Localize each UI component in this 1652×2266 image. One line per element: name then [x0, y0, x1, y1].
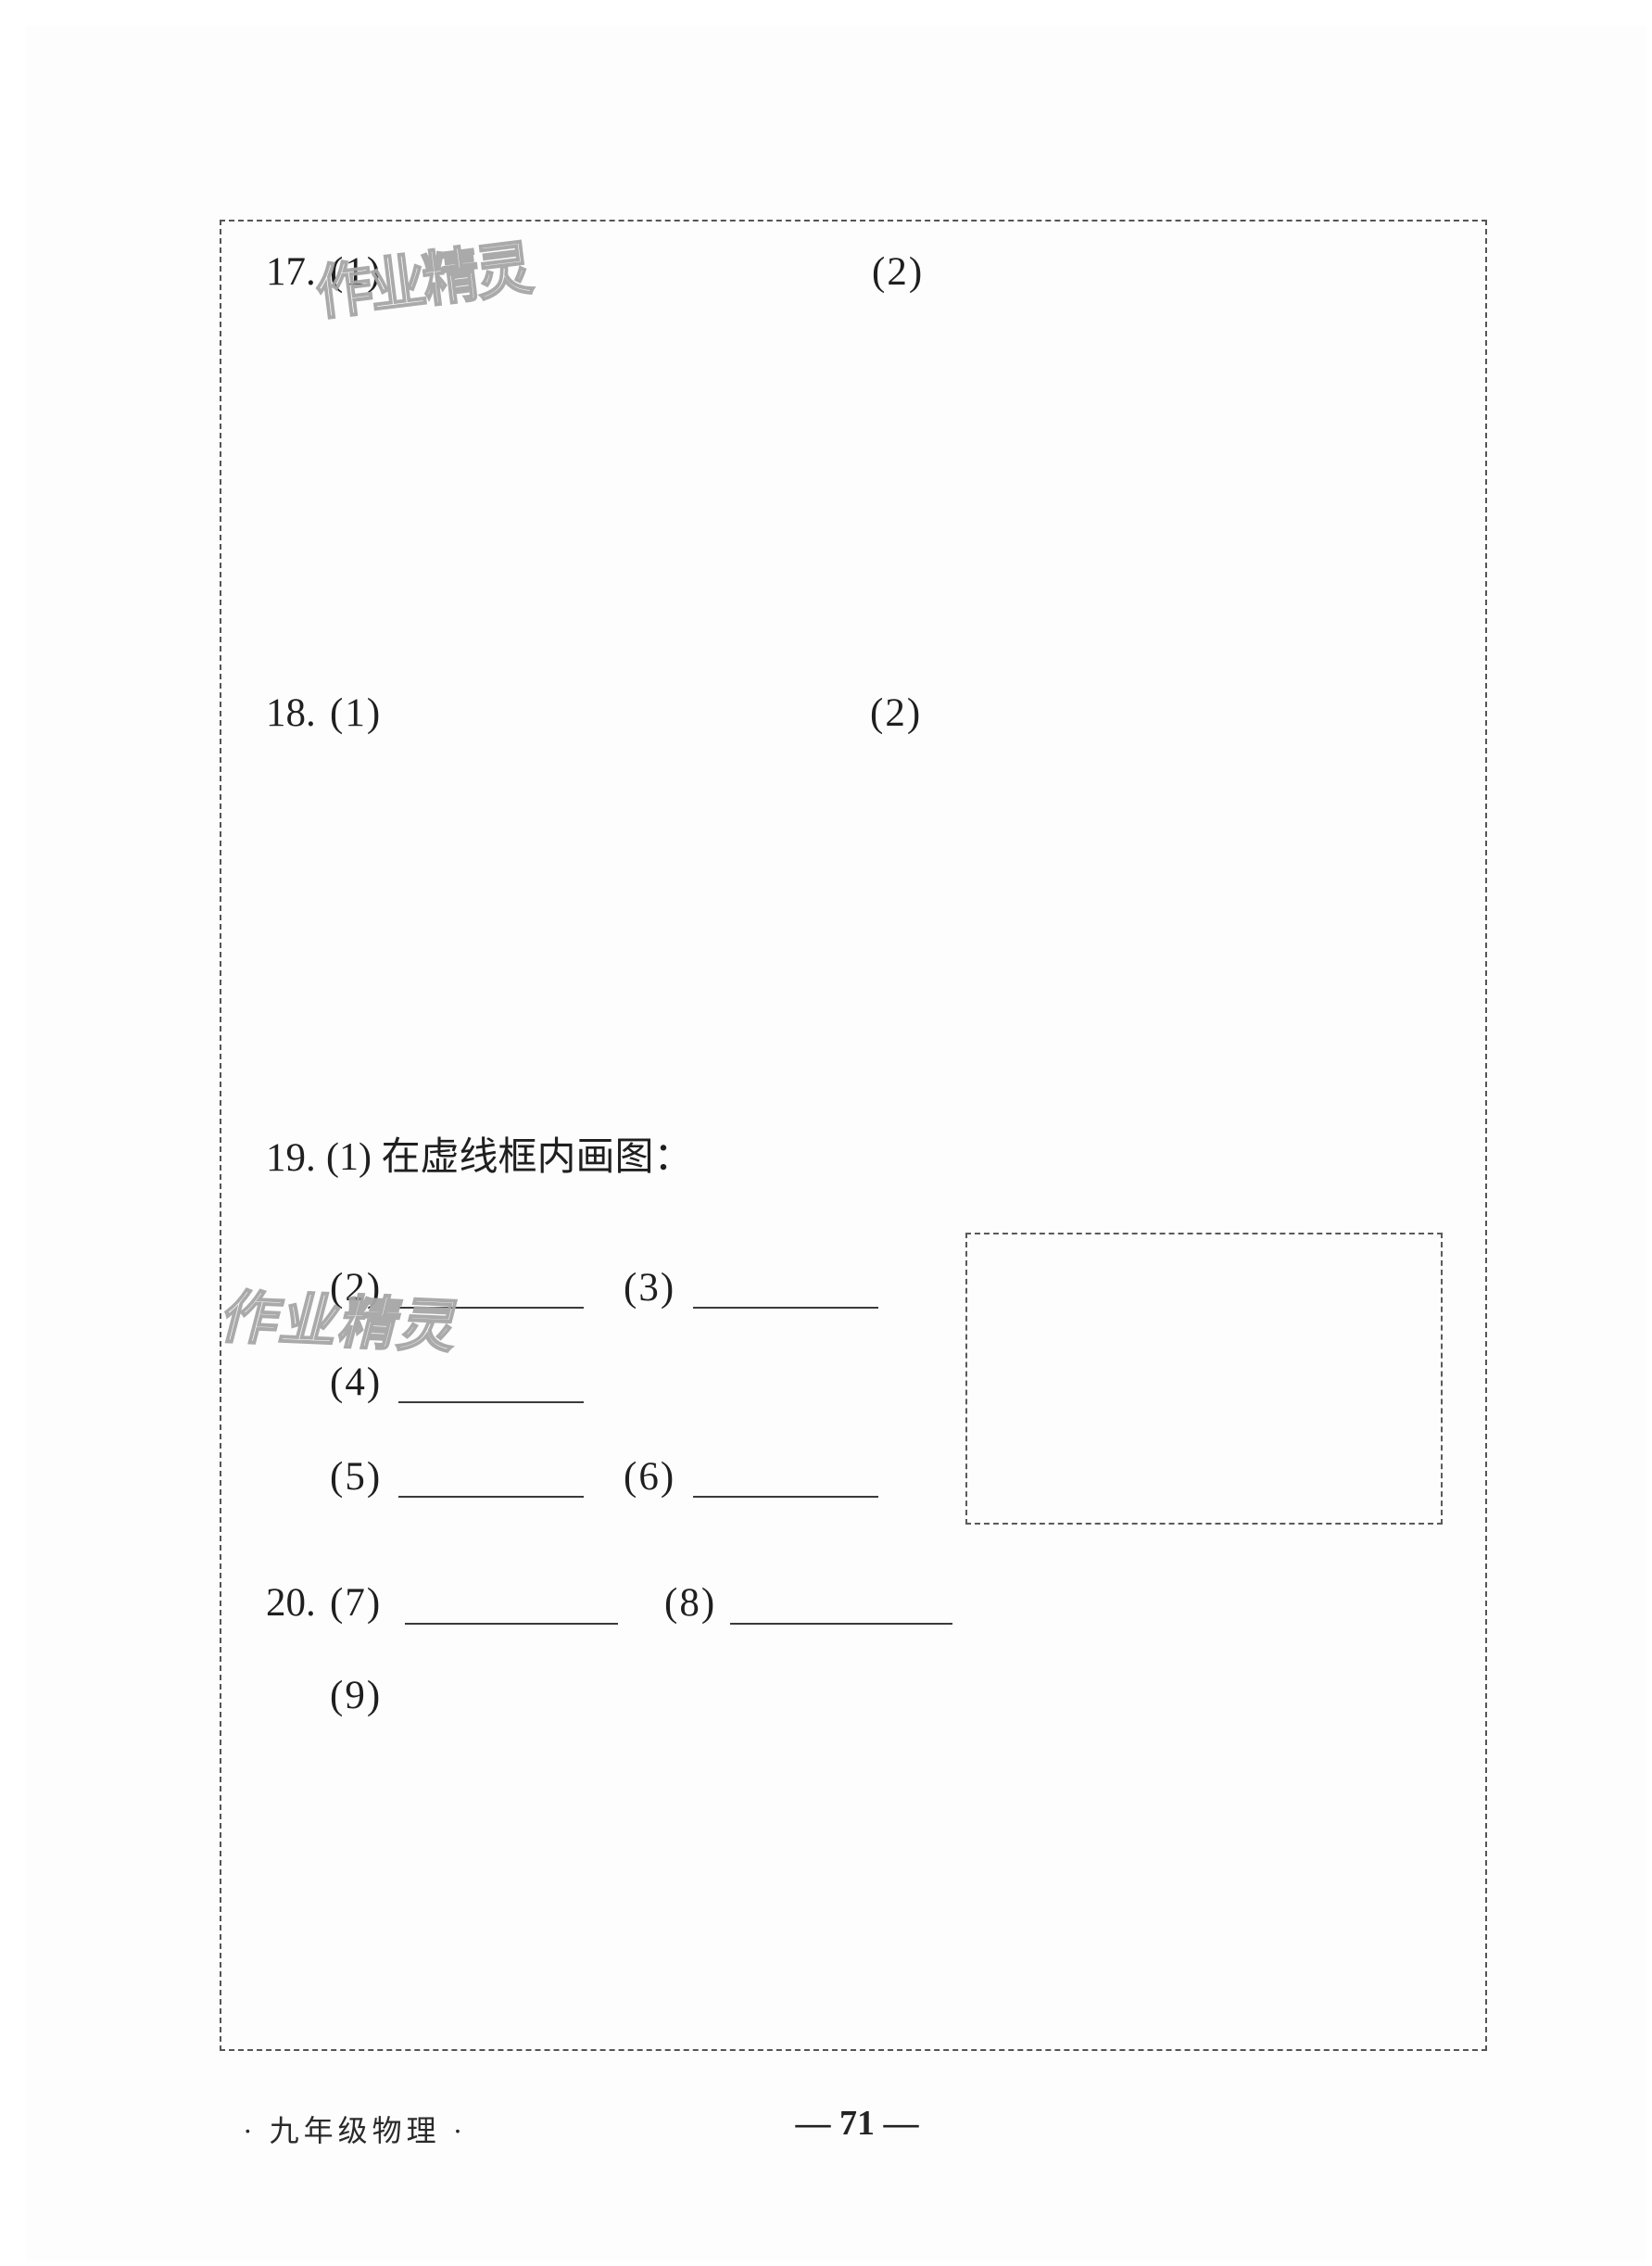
question-19-instruction: (1) 在虚线框内画图：: [326, 1136, 693, 1179]
blank-3-answer-line: [693, 1307, 878, 1309]
blank-8-label: (8): [664, 1581, 717, 1625]
blank-8-answer-line: [730, 1623, 952, 1625]
blank-4-answer-line: [398, 1401, 584, 1403]
blank-6-label: (6): [624, 1455, 676, 1499]
scanned-page-area: [26, 26, 1646, 2260]
blank-7-label: (7): [330, 1581, 383, 1625]
question-17-number: 17.: [266, 250, 316, 294]
blank-9-label: (9): [330, 1674, 383, 1717]
answer-sheet-dashed-border: [220, 220, 1487, 2051]
question-17-part-2-label: (2): [872, 250, 925, 294]
blank-7-answer-line: [405, 1623, 618, 1625]
blank-2-answer-line: [398, 1307, 584, 1309]
blank-5-label: (5): [330, 1455, 383, 1499]
question-19-number: 19.: [266, 1136, 316, 1180]
blank-5-answer-line: [398, 1496, 584, 1498]
footer-page-number: — 71 —: [795, 2104, 919, 2143]
blank-3-label: (3): [624, 1266, 676, 1310]
blank-2-label: (2): [330, 1266, 383, 1310]
blank-4-label: (4): [330, 1361, 383, 1404]
footer-book-title: · 九年级物理 ·: [243, 2114, 468, 2147]
question-17-part-1-label: (1): [330, 250, 383, 294]
question-18-number: 18.: [266, 691, 316, 735]
blank-6-answer-line: [693, 1496, 878, 1498]
question-20-number: 20.: [266, 1581, 316, 1625]
drawing-dashed-box: [965, 1233, 1443, 1525]
question-18-part-2-label: (2): [870, 691, 923, 735]
question-18-part-1-label: (1): [330, 691, 383, 735]
